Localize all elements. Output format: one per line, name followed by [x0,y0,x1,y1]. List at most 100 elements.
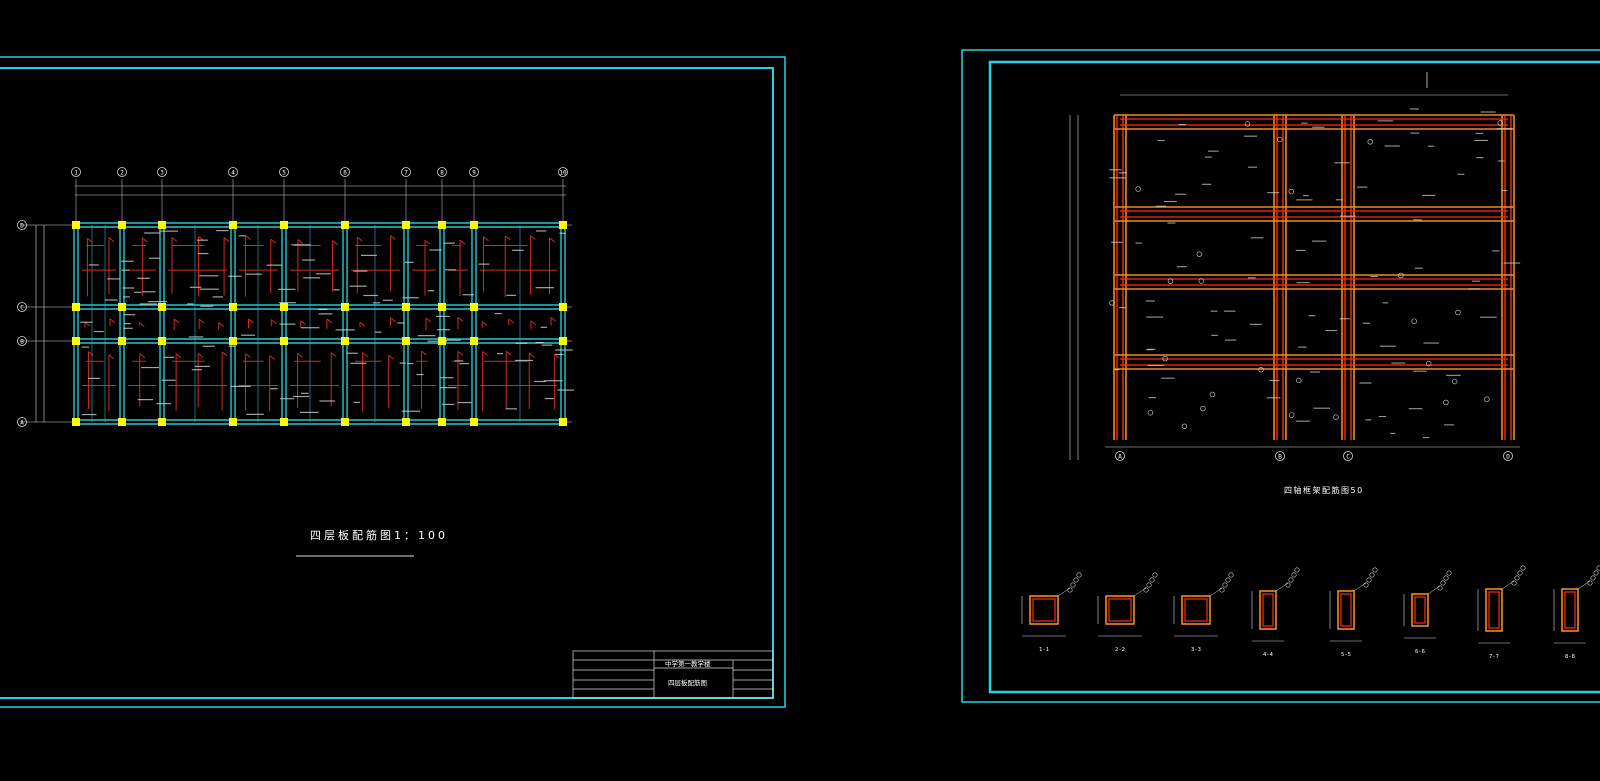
annotation-mark [1201,183,1212,185]
annotation-mark [300,411,319,414]
rebar-callout [1149,577,1155,583]
annotation-mark [1377,120,1394,122]
rebar-callout [1225,577,1231,583]
annotation-mark [1408,408,1423,410]
annotation-mark [506,294,516,296]
section-stirrup [1108,598,1132,622]
rebar-callout [1285,582,1291,588]
axis-label: 2 [120,170,124,177]
rebar-callout [1076,572,1082,578]
section-label: 2-2 [1115,647,1125,653]
rebar-callout [1135,186,1141,192]
annotation-mark [1457,173,1465,175]
annotation-mark [1249,323,1262,325]
rebar-callout [1200,405,1206,412]
annotation-mark [200,305,214,307]
annotation-mark [1211,334,1218,336]
annotation-mark [1178,123,1186,126]
rebar-hook [330,352,337,357]
annotation-mark [494,312,502,315]
rebar-hook [530,235,536,240]
rebar-hook [218,322,224,327]
axis-label: C [1346,454,1350,461]
axis-label: B [20,339,24,346]
rebar-hook [390,317,396,323]
axis-label: 4 [231,170,235,177]
annotation-mark [120,260,134,262]
annotation-mark [1155,205,1167,207]
annotation-mark [1295,420,1310,422]
rebar-callout [1446,570,1452,576]
rebar-hook [197,353,204,358]
column [158,418,166,426]
annotation-mark [1224,339,1237,341]
annotation-mark [1410,132,1420,134]
rebar-hook [362,352,368,357]
annotation-mark [279,323,296,325]
annotation-mark [544,397,554,400]
annotation-mark [293,395,310,398]
rebar-callout [1451,378,1458,385]
annotation-mark [427,340,447,342]
axis-bubble [279,167,289,177]
annotation-mark [505,408,518,410]
annotation-mark [1135,242,1142,244]
rebar-hook [550,317,557,322]
column [402,418,410,426]
annotation-mark [123,327,133,329]
annotation-mark [81,413,97,416]
column [72,337,80,345]
axis-label: D [20,223,24,230]
left-sheet-outer-border [0,56,786,708]
rebar-hook [270,319,277,325]
annotation-mark [107,278,121,280]
rebar-hook [457,316,464,322]
annotation-mark [93,330,104,333]
annotation-mark [228,345,236,347]
rebar-callout [1181,423,1188,430]
annotation-mark [399,362,406,364]
annotation-mark [318,313,333,315]
rebar-hook [504,235,511,241]
annotation-mark [241,334,256,336]
annotation-mark [216,230,229,232]
annotation-mark [515,342,528,344]
rebar-hook [530,320,537,326]
section-label: 6-6 [1415,649,1425,655]
rebar-hook [142,237,148,243]
annotation-mark [164,356,175,358]
section-outline [1411,593,1429,627]
annotation-mark [350,362,367,364]
annotation-mark [301,392,309,394]
axis-label: 7 [404,170,408,177]
annotation-mark [353,401,360,403]
annotation-mark [363,294,379,297]
section-label: 4-4 [1263,652,1274,658]
annotation-mark [404,261,414,263]
rebar-hook [326,318,333,324]
annotation-mark [1356,186,1368,188]
rebar-callout [1497,120,1503,126]
annotation-mark [246,413,264,415]
axis-bubble [1275,451,1285,461]
section-stirrup [1488,591,1500,629]
column [158,337,166,345]
annotation-mark [188,336,204,338]
annotation-mark [303,277,321,279]
rebar-hook [270,238,277,244]
annotation-mark [1370,275,1378,278]
rebar-callout [1517,570,1523,576]
annotation-mark [443,242,455,244]
annotation-mark [196,239,208,241]
rebar-callout [1147,410,1154,416]
annotation-mark [1167,222,1176,224]
axis-bubble [17,336,27,346]
annotation-mark [142,291,156,293]
annotation-mark [1382,302,1389,304]
annotation-mark [435,315,450,317]
rebar-hook [269,355,275,360]
title-block-drawing-name: 四层板配筋图 [668,678,707,687]
annotation-mark [124,323,131,325]
annotation-mark [137,399,154,401]
